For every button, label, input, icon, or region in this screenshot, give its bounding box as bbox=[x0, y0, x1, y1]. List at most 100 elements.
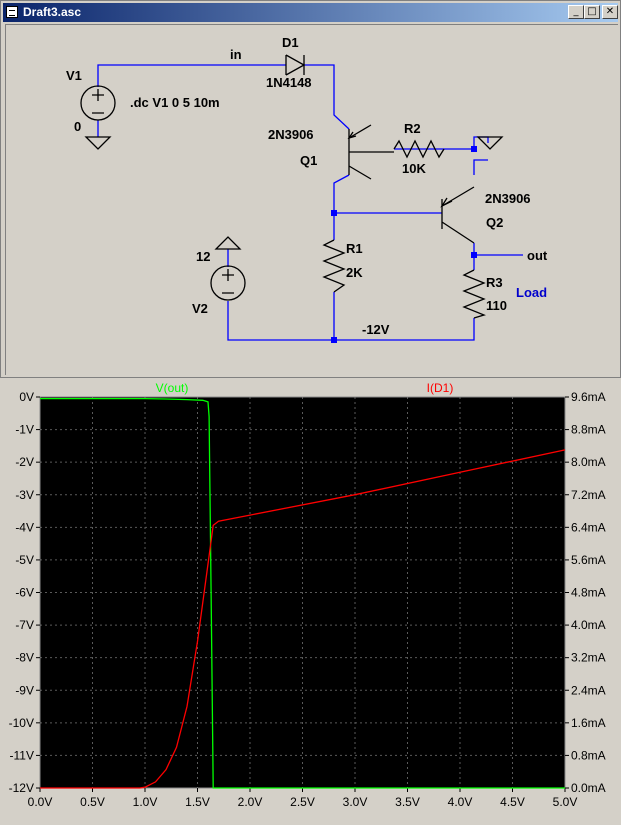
left-tick-label: -6V bbox=[15, 586, 34, 600]
label-q2-model: 2N3906 bbox=[485, 191, 531, 206]
right-tick-label: 4.0mA bbox=[571, 618, 606, 632]
resistor-r1 bbox=[322, 239, 346, 293]
v1-source bbox=[80, 85, 116, 121]
ground-icon bbox=[84, 136, 112, 150]
right-tick-label: 8.0mA bbox=[571, 455, 606, 469]
title-bar[interactable]: Draft3.asc _ □ ✕ bbox=[3, 3, 618, 22]
minimize-button[interactable]: _ bbox=[568, 5, 584, 19]
x-axis-labels: 0.0V 0.5V 1.0V 1.5V 2.0V 2.5V 3.0V 3.5V 4.0V 4.5V… bbox=[28, 788, 578, 809]
right-tick-label: 3.2mA bbox=[571, 651, 606, 665]
right-tick-label: 9.6mA bbox=[571, 390, 606, 404]
right-tick-label: 7.2mA bbox=[571, 488, 606, 502]
x-tick-label: 2.0V bbox=[238, 795, 263, 809]
ground-icon bbox=[476, 136, 504, 150]
label-v1-value: 0 bbox=[74, 119, 81, 134]
waveform-chart[interactable]: 0V-1V-2V-3V-4V-5V-6V-7V-8V-9V-10V-11V-12… bbox=[0, 378, 621, 820]
net-label-neg12: -12V bbox=[362, 322, 390, 337]
x-tick-label: 2.5V bbox=[290, 795, 315, 809]
net-label-load: Load bbox=[516, 285, 547, 300]
waveform-viewer[interactable]: 0V-1V-2V-3V-4V-5V-6V-7V-8V-9V-10V-11V-12… bbox=[0, 378, 621, 820]
legend-trace-label[interactable]: V(out) bbox=[156, 381, 189, 395]
transistor-q2 bbox=[441, 186, 475, 244]
q1-emitter-arrow bbox=[347, 131, 357, 140]
x-tick-label: 3.5V bbox=[395, 795, 420, 809]
diode-d1 bbox=[285, 54, 306, 76]
resistor-r3 bbox=[462, 269, 486, 319]
label-r3: R3 bbox=[486, 275, 503, 290]
left-tick-label: -12V bbox=[9, 781, 34, 795]
junction-dot bbox=[331, 210, 337, 216]
v2-polarity bbox=[222, 269, 234, 294]
components bbox=[80, 54, 504, 319]
right-axis-labels: 9.6mA8.8mA8.0mA7.2mA6.4mA5.6mA4.8mA4.0mA… bbox=[565, 390, 606, 795]
left-tick-label: 0V bbox=[19, 390, 34, 404]
wire-q1-node bbox=[333, 174, 442, 214]
right-tick-label: 6.4mA bbox=[571, 520, 606, 534]
label-r1: R1 bbox=[346, 241, 363, 256]
label-v2: V2 bbox=[192, 301, 208, 316]
label-q1-model: 2N3906 bbox=[268, 127, 314, 142]
label-v1: V1 bbox=[66, 68, 82, 83]
trace-v-out[interactable] bbox=[40, 397, 565, 789]
trace-i-d1[interactable] bbox=[40, 449, 566, 789]
x-tick-label: 1.5V bbox=[185, 795, 210, 809]
x-tick-label: 0.5V bbox=[80, 795, 105, 809]
right-tick-label: 0.0mA bbox=[571, 781, 606, 795]
resistor-r2 bbox=[393, 139, 445, 159]
right-tick-label: 8.8mA bbox=[571, 423, 606, 437]
label-q2: Q2 bbox=[486, 215, 503, 230]
x-tick-label: 1.0V bbox=[133, 795, 158, 809]
legend-trace-label[interactable]: I(D1) bbox=[427, 381, 454, 395]
wire-d1-q1 bbox=[304, 64, 350, 130]
component-labels: V1 0 .dc V1 0 5 10m D1 1N4148 in 2N3906 … bbox=[66, 35, 548, 337]
left-tick-label: -9V bbox=[15, 683, 34, 697]
junction-dot bbox=[331, 337, 337, 343]
right-tick-label: 2.4mA bbox=[571, 683, 606, 697]
junctions bbox=[331, 146, 477, 343]
label-d1-model: 1N4148 bbox=[266, 75, 312, 90]
schematic-window: Draft3.asc _ □ ✕ bbox=[0, 0, 621, 378]
right-tick-label: 0.8mA bbox=[571, 748, 606, 762]
left-axis-labels: 0V-1V-2V-3V-4V-5V-6V-7V-8V-9V-10V-11V-12… bbox=[9, 390, 40, 795]
transistor-q1 bbox=[348, 124, 394, 180]
right-tick-label: 4.8mA bbox=[571, 586, 606, 600]
net-label-in: in bbox=[230, 47, 242, 62]
schematic-drawing: V1 0 .dc V1 0 5 10m D1 1N4148 in 2N3906 … bbox=[66, 35, 548, 343]
window-title: Draft3.asc bbox=[23, 5, 82, 19]
left-tick-label: -2V bbox=[15, 455, 34, 469]
left-tick-label: -1V bbox=[15, 423, 34, 437]
schematic-canvas[interactable]: V1 0 .dc V1 0 5 10m D1 1N4148 in 2N3906 … bbox=[5, 24, 618, 375]
maximize-button[interactable]: □ bbox=[584, 5, 600, 19]
label-v2-value: 12 bbox=[196, 249, 210, 264]
label-r3-value: 110 bbox=[486, 298, 507, 313]
wire-r2-gnd bbox=[394, 136, 489, 150]
spice-directive: .dc V1 0 5 10m bbox=[130, 95, 220, 110]
x-tick-label: 0.0V bbox=[28, 795, 53, 809]
v1-polarity bbox=[92, 89, 104, 114]
v2-source bbox=[210, 265, 246, 301]
left-tick-label: -7V bbox=[15, 618, 34, 632]
right-tick-label: 1.6mA bbox=[571, 716, 606, 730]
power-rail-icon bbox=[214, 236, 242, 250]
q2-emitter-arrow bbox=[440, 197, 453, 208]
left-tick-label: -8V bbox=[15, 651, 34, 665]
label-q1: Q1 bbox=[300, 153, 317, 168]
x-tick-label: 4.0V bbox=[448, 795, 473, 809]
document-icon bbox=[6, 6, 18, 18]
x-tick-label: 4.5V bbox=[500, 795, 525, 809]
close-button[interactable]: ✕ bbox=[602, 5, 618, 19]
traces bbox=[40, 397, 566, 789]
junction-dot bbox=[471, 252, 477, 258]
junction-dot bbox=[471, 146, 477, 152]
left-tick-label: -4V bbox=[15, 520, 34, 534]
net-label-out: out bbox=[527, 248, 548, 263]
left-tick-label: -11V bbox=[10, 748, 34, 762]
wires bbox=[97, 64, 523, 341]
wire-in bbox=[97, 64, 286, 87]
x-tick-label: 3.0V bbox=[343, 795, 368, 809]
wire-neg12 bbox=[227, 301, 475, 341]
label-d1: D1 bbox=[282, 35, 299, 50]
legend: V(out) I(D1) bbox=[156, 381, 454, 395]
x-tick-label: 5.0V bbox=[553, 795, 578, 809]
label-r2: R2 bbox=[404, 121, 421, 136]
